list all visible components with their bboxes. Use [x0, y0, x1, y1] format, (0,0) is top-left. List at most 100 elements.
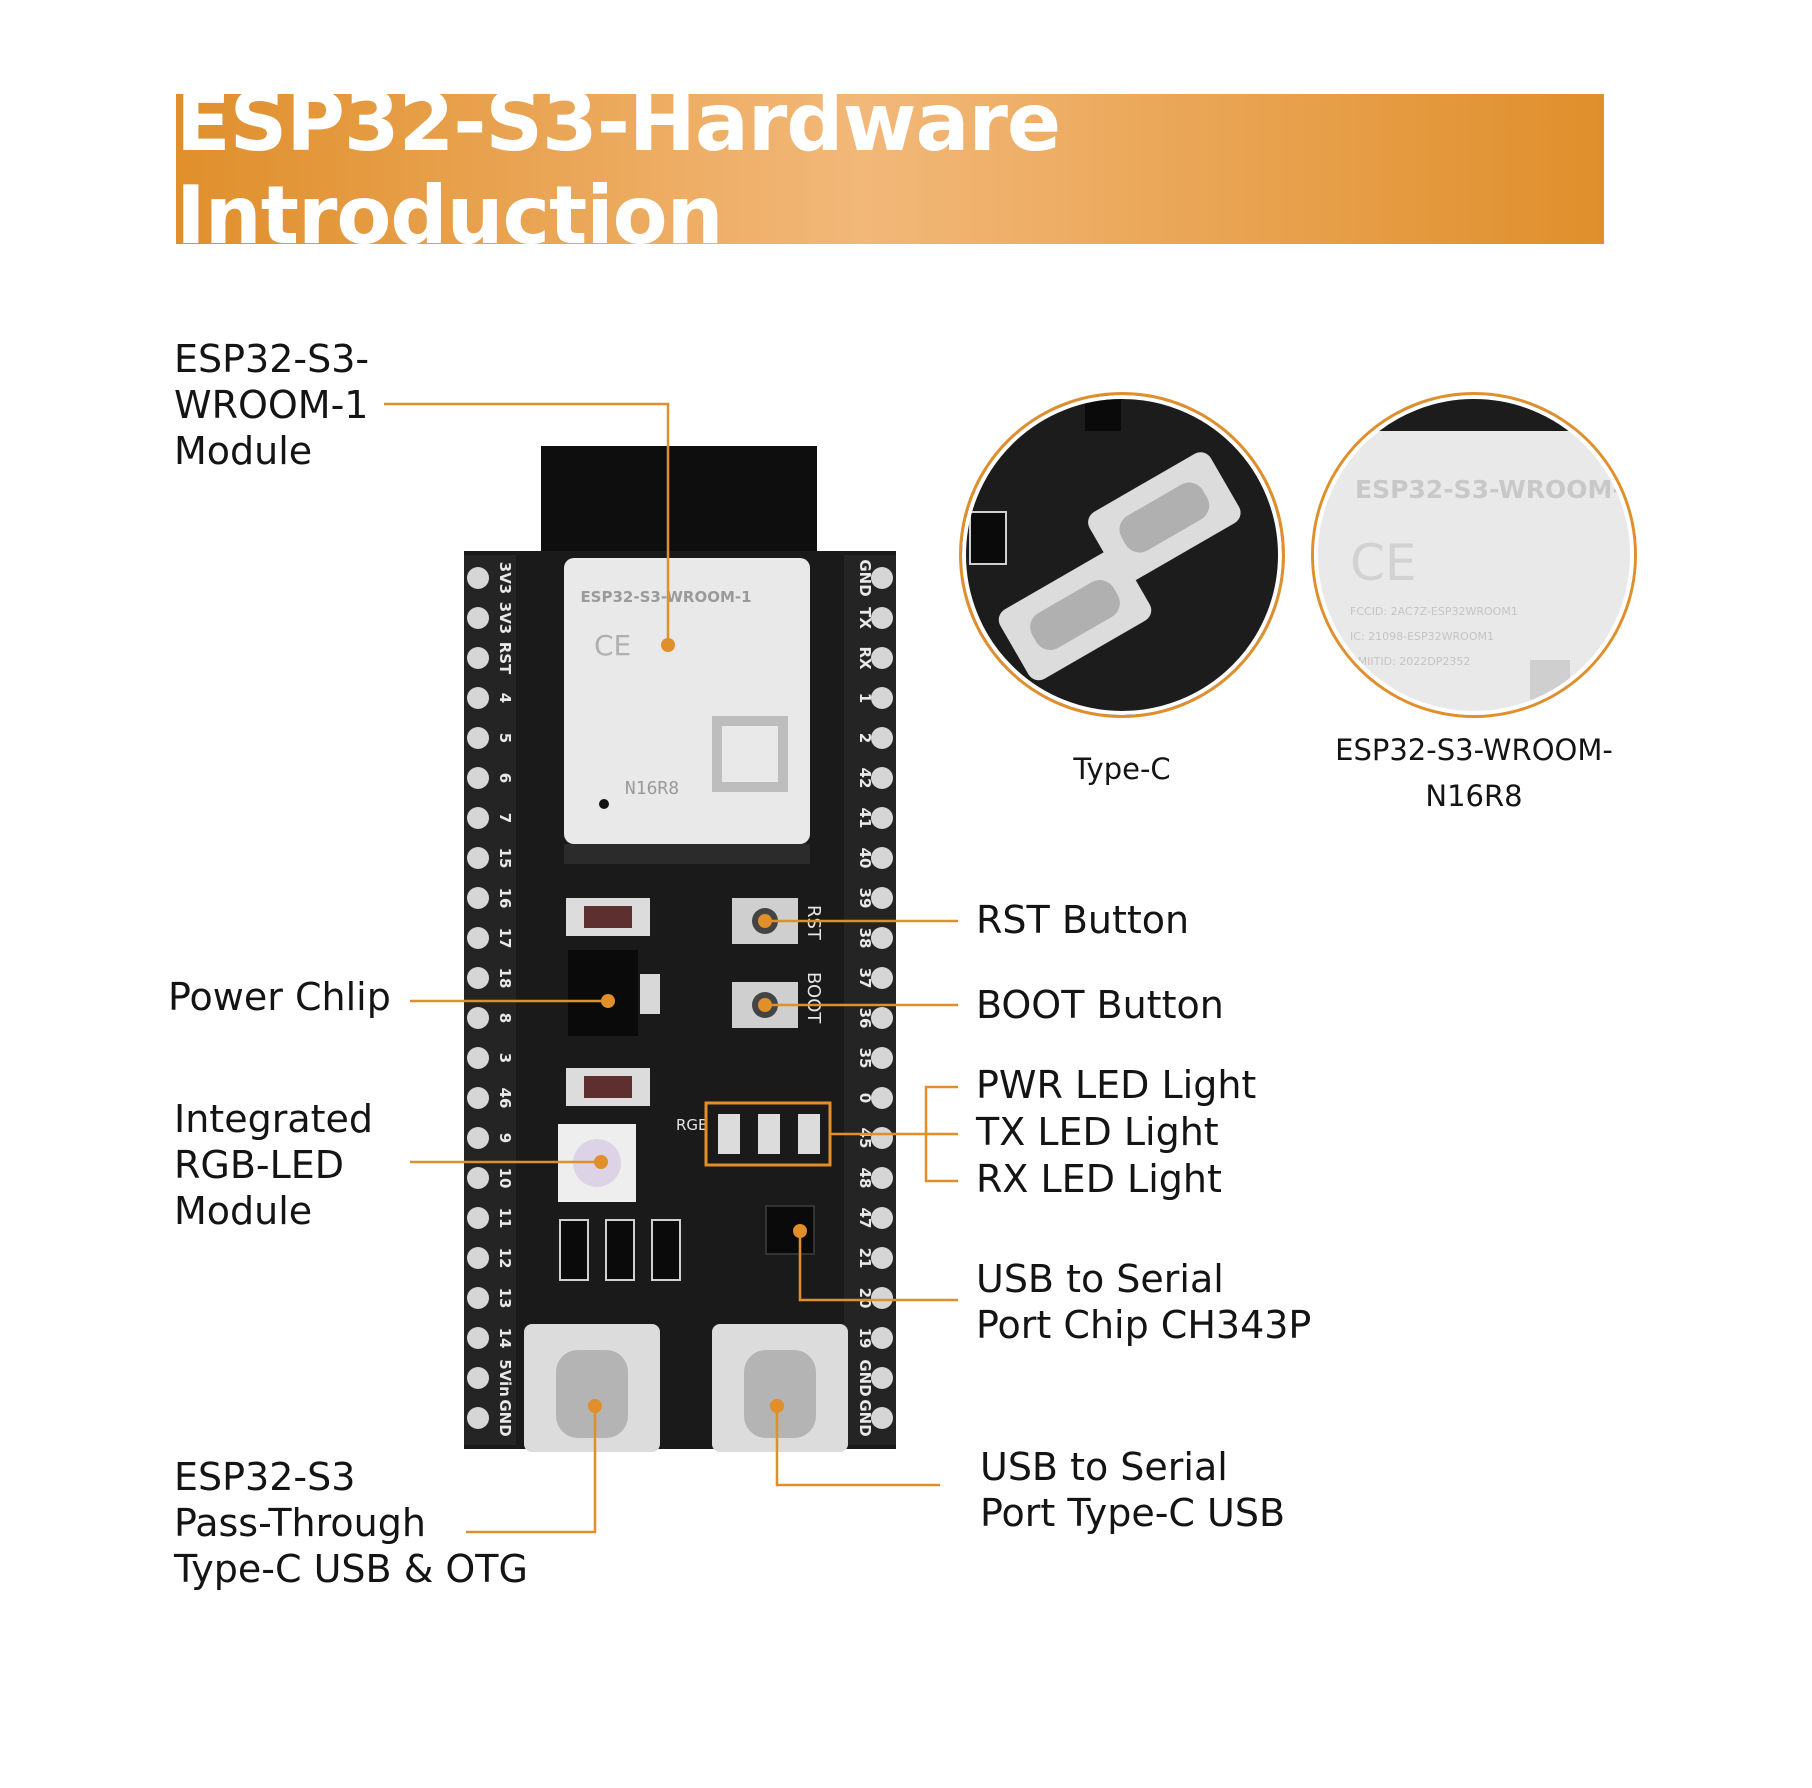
smd-part-3 [651, 1219, 681, 1281]
left-header-pin [467, 567, 489, 589]
rgb-silk: RGB [676, 1116, 708, 1134]
left-pin-label: RST [496, 642, 514, 675]
right-header-pin [871, 1327, 893, 1349]
right-pin-label: 38 [856, 928, 874, 949]
right-header-pin [871, 1007, 893, 1029]
rx-led [798, 1114, 820, 1154]
right-header-pin [871, 1367, 893, 1389]
left-header-pin [467, 1247, 489, 1269]
left-pin-row [467, 567, 489, 1429]
left-pin-label: 13 [496, 1288, 514, 1309]
banner-title: ESP32-S3-Hardware Introduction [176, 76, 1061, 262]
left-header-pin [467, 1327, 489, 1349]
right-pin-label: 2 [856, 733, 874, 743]
left-header-pin [467, 887, 489, 909]
right-header-pin [871, 687, 893, 709]
tx-led [758, 1114, 780, 1154]
right-header-pin [871, 1407, 893, 1429]
right-pin-label: GND [856, 1399, 874, 1436]
left-header-pin [467, 1127, 489, 1149]
left-header-pin [467, 1087, 489, 1109]
leader-otg [466, 1406, 597, 1534]
right-header-pin [871, 1087, 893, 1109]
right-pin-label: 1 [856, 693, 874, 703]
pin1-dot [599, 799, 609, 809]
callout-ch343p: USB to Serial Port Chip CH343P [976, 1257, 1312, 1347]
left-pin-label: 16 [496, 888, 514, 909]
module-castellations [564, 844, 810, 864]
zoom-typec-content [962, 395, 1282, 715]
zoom-cmiit: CMIITID: 2022DP2352 [1350, 655, 1470, 668]
left-pin-label: 10 [496, 1168, 514, 1189]
pwr-led [718, 1114, 740, 1154]
right-pin-label: 37 [856, 968, 874, 989]
right-header-pin [871, 1287, 893, 1309]
callout-tx-led: TX LED Light [976, 1110, 1219, 1154]
right-pin-label: TX [856, 607, 874, 629]
right-header-pin [871, 647, 893, 669]
left-header-pin [467, 1007, 489, 1029]
right-header-pin [871, 567, 893, 589]
left-pin-label: 3 [496, 1053, 514, 1063]
leader-module [384, 402, 670, 645]
right-header-strip [844, 555, 896, 1445]
right-pin-label: GND [856, 1359, 874, 1396]
left-pin-label: 17 [496, 928, 514, 949]
zoom-ic: IC: 21098-ESP32WROOM1 [1350, 630, 1494, 643]
zoom-module-bg [1314, 395, 1634, 715]
left-header-pin [467, 687, 489, 709]
zoom-connector-2 [998, 549, 1152, 681]
right-header-pin [871, 1207, 893, 1229]
zoom-typec-inner-ring [962, 395, 1282, 715]
zoom-ce-mark: CE [1350, 534, 1417, 592]
rst-silk: RST [803, 905, 824, 941]
callout-serial-usb: USB to Serial Port Type-C USB [980, 1445, 1286, 1535]
inductor-bottom-core [584, 1076, 632, 1098]
left-header-pin [467, 647, 489, 669]
left-pin-label: 7 [496, 813, 514, 823]
right-pin-label: 35 [856, 1048, 874, 1069]
right-header-pin [871, 927, 893, 949]
callout-boot: BOOT Button [976, 983, 1224, 1027]
right-pin-label: 19 [856, 1328, 874, 1349]
left-pin-label: 3V3 [496, 562, 514, 594]
left-header-pin [467, 1407, 489, 1429]
left-header-pin [467, 847, 489, 869]
serial-usb-opening [744, 1350, 816, 1438]
callout-rx-led: RX LED Light [976, 1157, 1222, 1201]
caption-typec: Type-C [1073, 752, 1171, 786]
callout-otg: ESP32-S3 Pass-Through Type-C USB & OTG [174, 1455, 528, 1591]
callout-rgb-led: Integrated RGB-LED Module [174, 1097, 373, 1233]
left-header-pin [467, 1167, 489, 1189]
right-pin-label: 0 [856, 1093, 874, 1103]
right-header-pin [871, 1167, 893, 1189]
left-header-pin [467, 1207, 489, 1229]
left-header-pin [467, 927, 489, 949]
right-pin-label: RX [856, 646, 874, 670]
left-pin-label: 5 [496, 733, 514, 743]
right-header-pin [871, 1127, 893, 1149]
left-header-pin [467, 967, 489, 989]
right-header-pin [871, 607, 893, 629]
left-pin-label: 11 [496, 1208, 514, 1229]
left-pin-labels: 3V33V3RST4567151617188346910111213145Vin… [496, 562, 514, 1437]
right-header-pin [871, 887, 893, 909]
right-header-pin [871, 727, 893, 749]
left-pin-label: 5Vin [496, 1359, 514, 1397]
smd-part-1 [559, 1219, 589, 1281]
leader-ch343p [798, 1231, 958, 1302]
zoom-smd [969, 511, 1007, 565]
left-pin-label: 14 [496, 1328, 514, 1349]
title-banner: ESP32-S3-Hardware Introduction [176, 76, 1604, 262]
zoom-module-top-edge [1314, 395, 1634, 431]
power-chip-body [568, 950, 638, 1036]
left-header-pin [467, 607, 489, 629]
right-pin-label: 45 [856, 1128, 874, 1149]
left-pin-label: 3V3 [496, 602, 514, 634]
left-pin-label: 4 [496, 693, 514, 703]
right-pin-label: 39 [856, 888, 874, 909]
zoom-module-content: ESP32-S3-WROOM- CE FCCID: 2AC7Z-ESP32WRO… [1314, 395, 1634, 715]
left-pin-label: 12 [496, 1248, 514, 1269]
right-pin-label: 41 [856, 808, 874, 829]
